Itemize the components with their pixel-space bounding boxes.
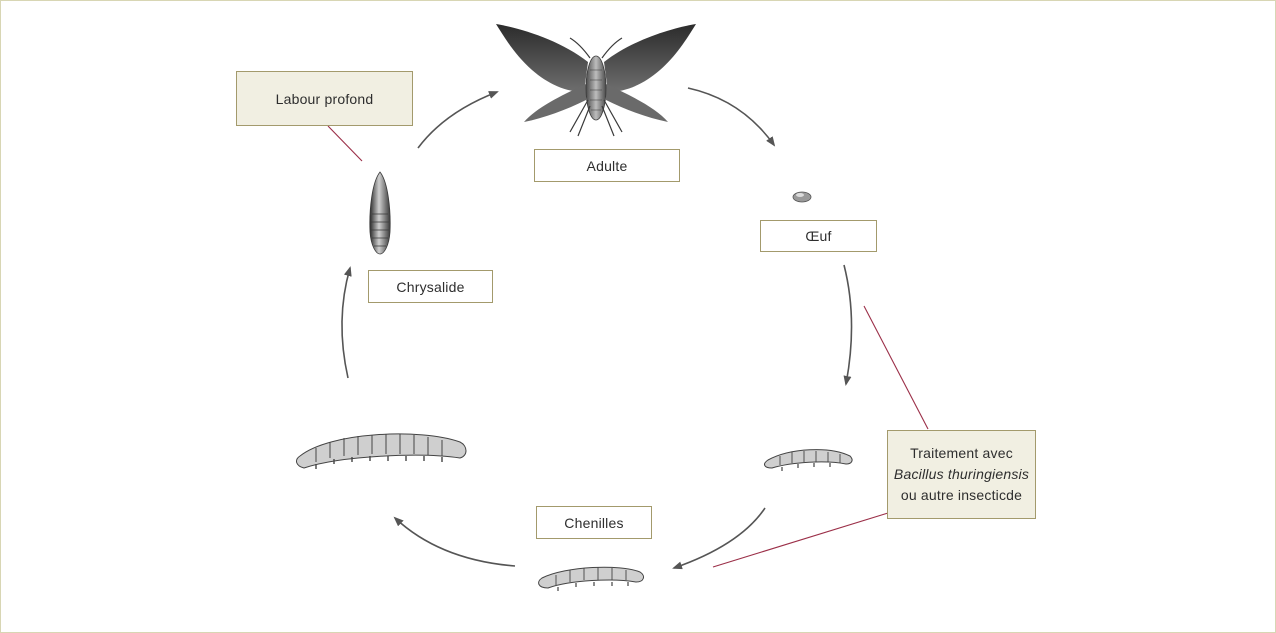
arrow-larva-to-larva-left bbox=[395, 518, 515, 566]
egg-icon bbox=[793, 192, 811, 202]
label-labour-profond: Labour profond bbox=[236, 71, 413, 126]
arrow-larva-to-pupa bbox=[342, 268, 350, 378]
connector-labour bbox=[328, 126, 362, 161]
label-chrysalide: Chrysalide bbox=[368, 270, 493, 303]
chrysalis-icon bbox=[370, 172, 390, 254]
connector-lines bbox=[328, 126, 928, 567]
arrow-adult-to-egg bbox=[688, 88, 774, 145]
traitement-line-3: ou autre insecticde bbox=[901, 485, 1022, 506]
arrow-egg-to-larva bbox=[844, 265, 852, 384]
arrow-larva-to-larva bbox=[674, 508, 765, 568]
moth-icon bbox=[496, 24, 696, 136]
traitement-line-1: Traitement avec bbox=[910, 443, 1013, 464]
label-traitement: Traitement avec Bacillus thuringiensis o… bbox=[887, 430, 1036, 519]
caterpillar-small-right bbox=[765, 450, 853, 471]
connector-treatment-upper bbox=[864, 306, 928, 429]
label-adulte: Adulte bbox=[534, 149, 680, 182]
caterpillar-large bbox=[297, 434, 466, 469]
traitement-line-2: Bacillus thuringiensis bbox=[894, 464, 1029, 485]
connector-treatment-lower bbox=[713, 513, 888, 567]
label-chenilles: Chenilles bbox=[536, 506, 652, 539]
label-oeuf: Œuf bbox=[760, 220, 877, 252]
arrow-pupa-to-adult bbox=[418, 92, 497, 148]
caterpillar-bottom bbox=[539, 567, 644, 591]
